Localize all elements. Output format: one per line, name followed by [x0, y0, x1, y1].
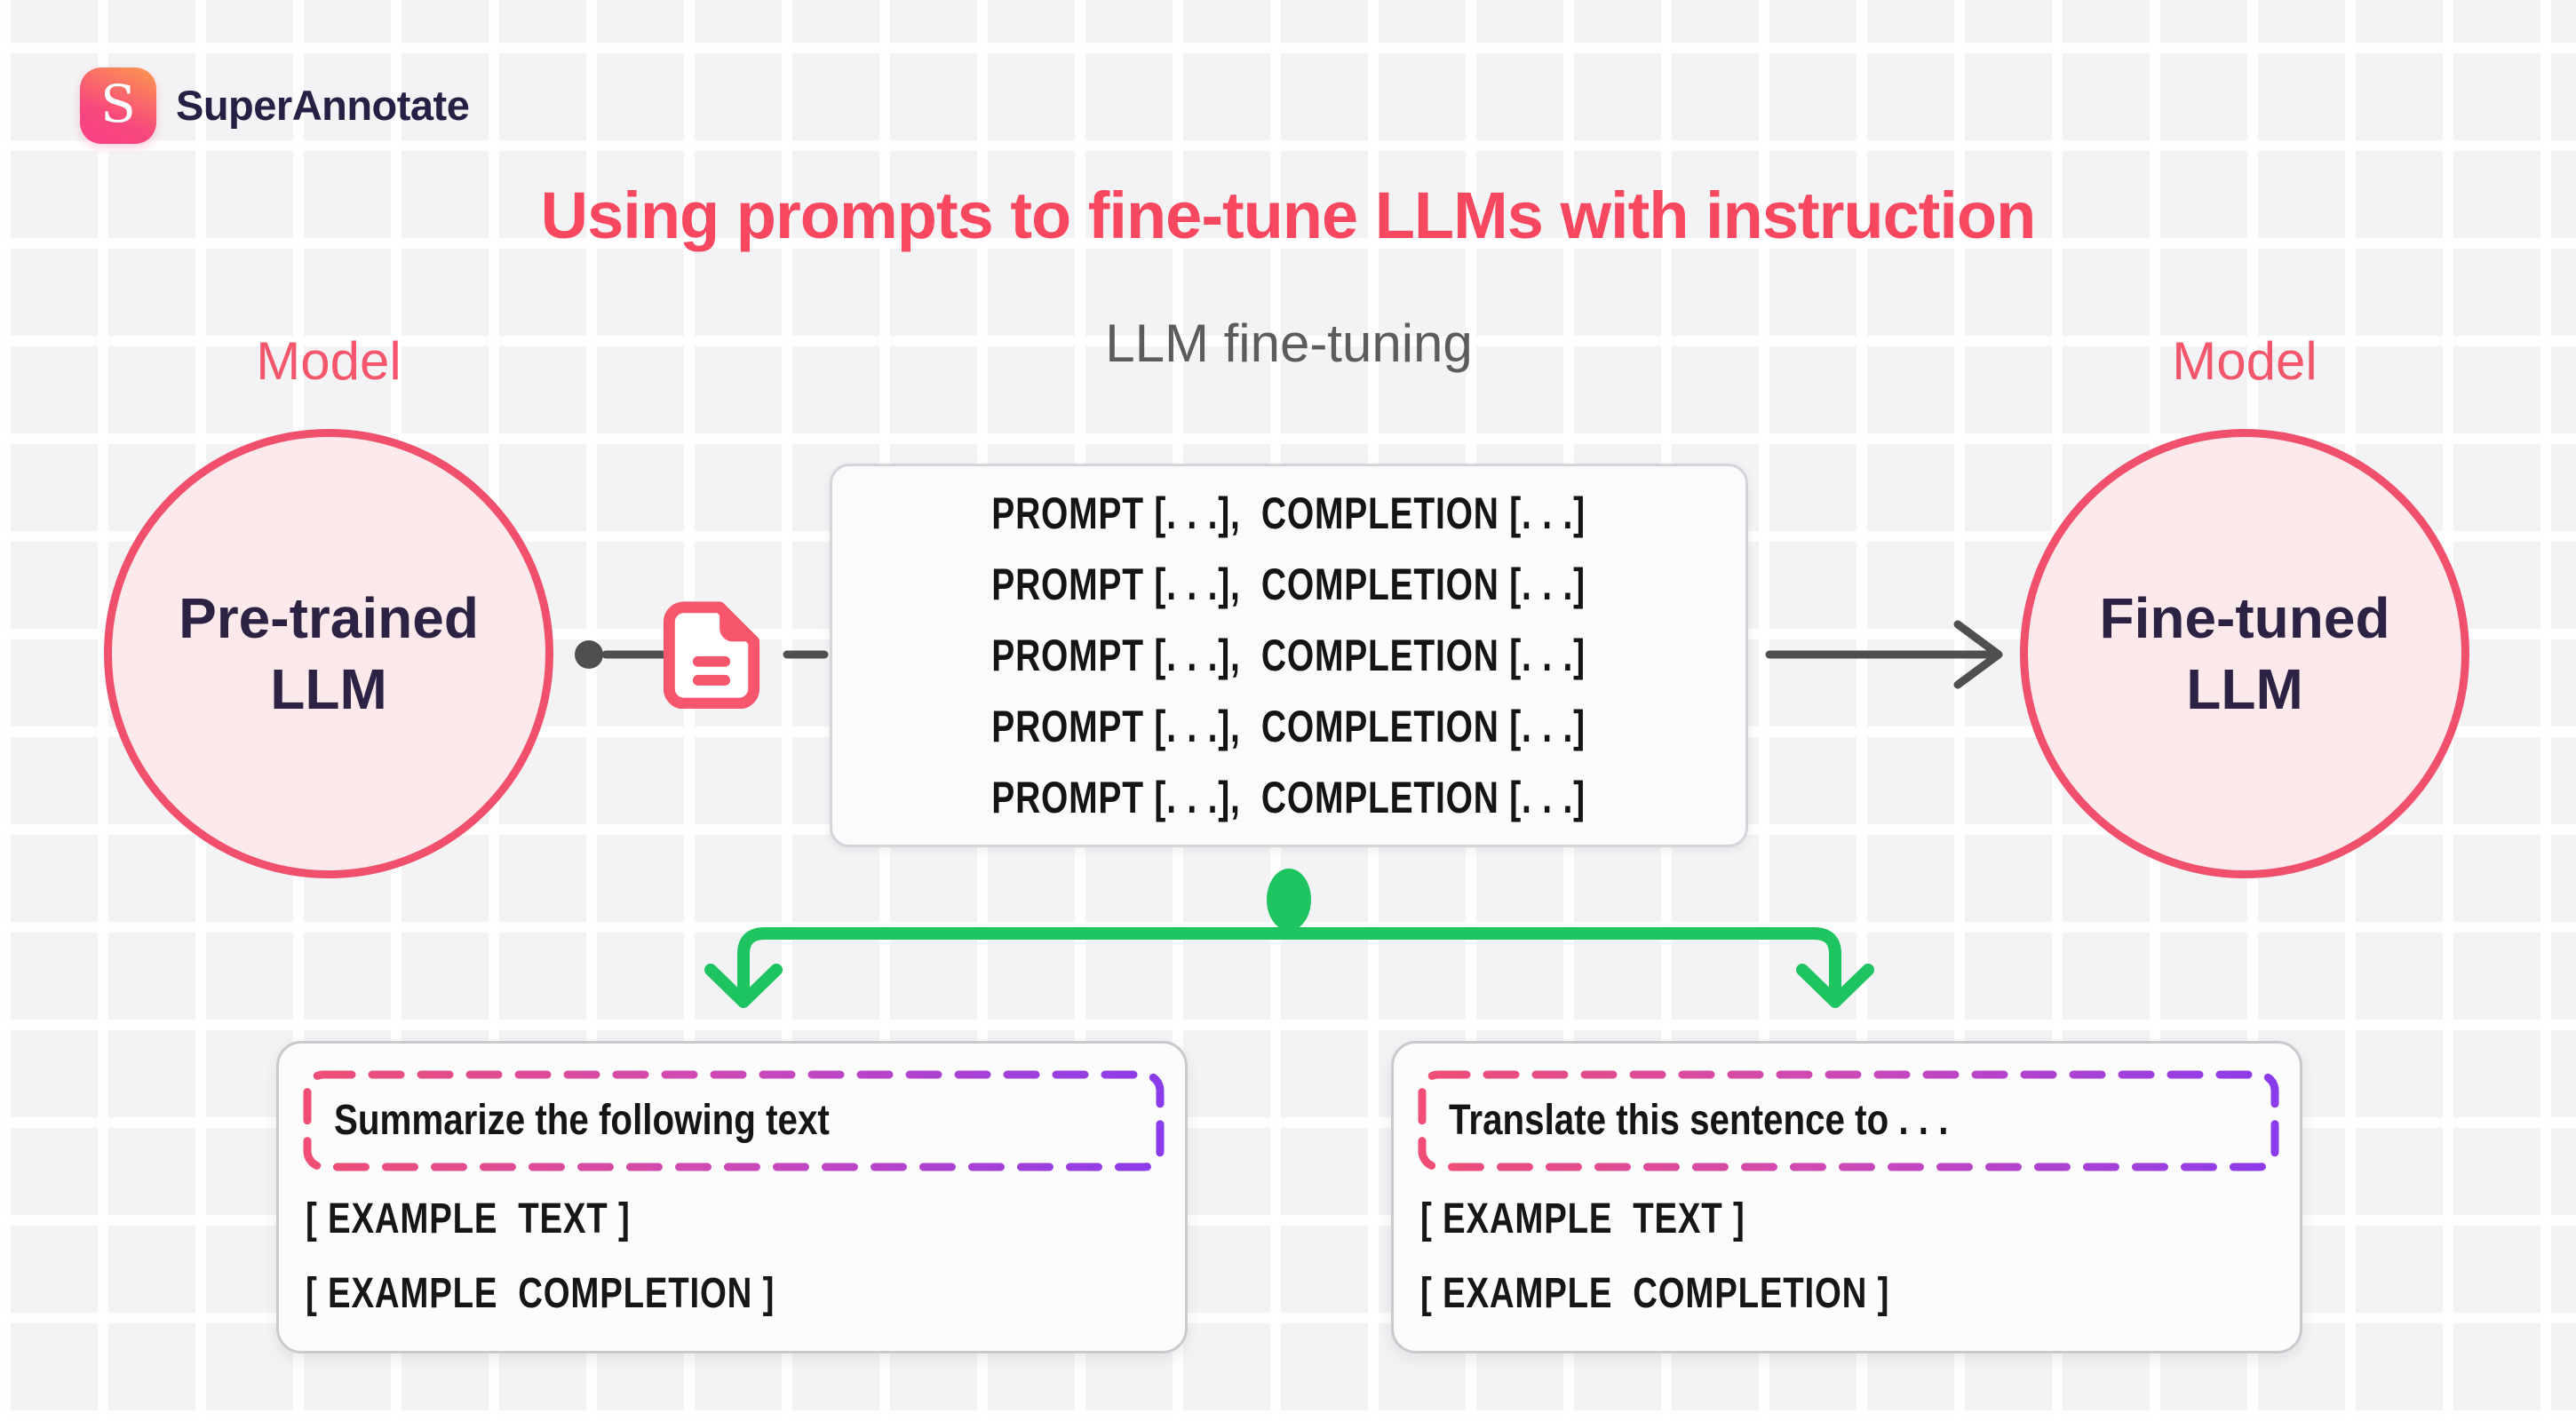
dataset-row: PROMPT [. . .], COMPLETION [. . .]: [991, 488, 1586, 538]
example-completion-line: [ EXAMPLE COMPLETION ]: [306, 1270, 775, 1317]
finetuned-llm-label: Fine-tuned LLM: [2099, 586, 2390, 721]
prompt-dashed-frame: [303, 1070, 1165, 1171]
green-arrow-right-icon: [1796, 964, 1874, 1008]
brand-name: SuperAnnotate: [176, 82, 470, 129]
green-arrow-left-icon: [704, 964, 783, 1008]
translate-example-card: Translate this sentence to . . . [ EXAMP…: [1391, 1041, 2302, 1354]
example-completion-line: [ EXAMPLE COMPLETION ]: [1420, 1270, 1890, 1317]
prompt-dashed-frame: [1418, 1070, 2279, 1171]
green-branch-dot: [1267, 869, 1311, 931]
logo-letter: S: [100, 74, 136, 134]
left-model-heading: Model: [256, 331, 402, 391]
dataset-row: PROMPT [. . .], COMPLETION [. . .]: [991, 773, 1586, 822]
page-title: Using prompts to fine-tune LLMs with ins…: [540, 179, 2037, 252]
center-heading: LLM fine-tuning: [1105, 314, 1473, 373]
connector-dot: [575, 640, 603, 669]
pretrained-llm-node: Pre-trained LLM: [104, 429, 553, 878]
example-text-line: [ EXAMPLE TEXT ]: [306, 1195, 631, 1242]
arrow-head-icon: [1953, 620, 2003, 689]
document-icon: [663, 601, 760, 709]
green-branch: [704, 869, 1874, 1008]
summarize-example-card: Summarize the following text [ EXAMPLE T…: [276, 1041, 1188, 1354]
example-text-line: [ EXAMPLE TEXT ]: [1420, 1195, 1745, 1242]
gray-connector: [575, 620, 2003, 689]
right-model-heading: Model: [2172, 331, 2318, 391]
prompt-text: Summarize the following text: [334, 1097, 830, 1144]
prompt-text: Translate this sentence to . . .: [1449, 1097, 1949, 1144]
dataset-row: PROMPT [. . .], COMPLETION [. . .]: [991, 631, 1586, 680]
finetuned-llm-node: Fine-tuned LLM: [2020, 429, 2469, 878]
dataset-box: PROMPT [. . .], COMPLETION [. . .] PROMP…: [830, 464, 1748, 847]
dataset-row: PROMPT [. . .], COMPLETION [. . .]: [991, 560, 1586, 609]
dataset-row: PROMPT [. . .], COMPLETION [. . .]: [991, 702, 1586, 751]
superannotate-logo-icon: S: [80, 67, 156, 144]
pretrained-llm-label: Pre-trained LLM: [179, 586, 479, 721]
